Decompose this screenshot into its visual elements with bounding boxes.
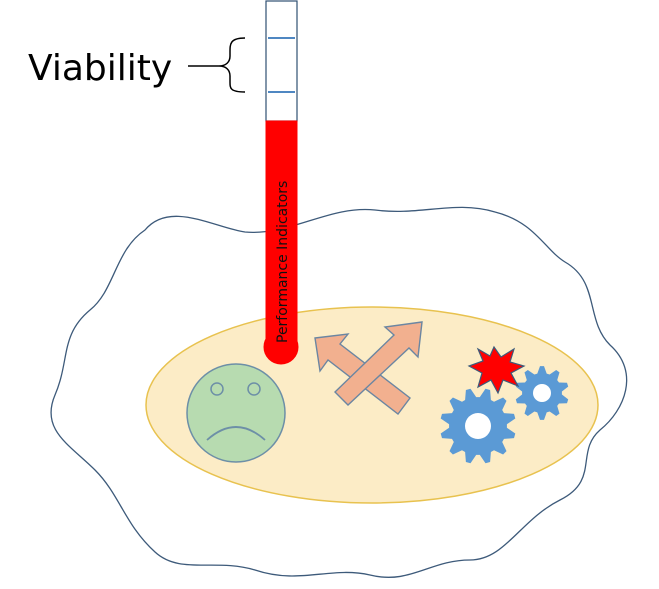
viability-brace	[218, 37, 246, 93]
thermometer-label: Performance Indicators	[275, 181, 291, 343]
thermometer-bulb	[263, 329, 299, 365]
gear-small-hole	[533, 384, 551, 402]
gear-large-icon	[440, 388, 516, 464]
gear-small-icon	[515, 366, 569, 420]
environment-boundary	[50, 206, 628, 578]
explosion-icon	[467, 345, 526, 395]
sad-face-icon	[186, 363, 286, 463]
gear-large-hole	[465, 413, 491, 439]
arrow-up-right	[334, 321, 423, 406]
thermometer-tube	[265, 0, 298, 122]
crossed-arrows-icon	[314, 321, 423, 415]
viability-label: Viability	[28, 48, 172, 89]
